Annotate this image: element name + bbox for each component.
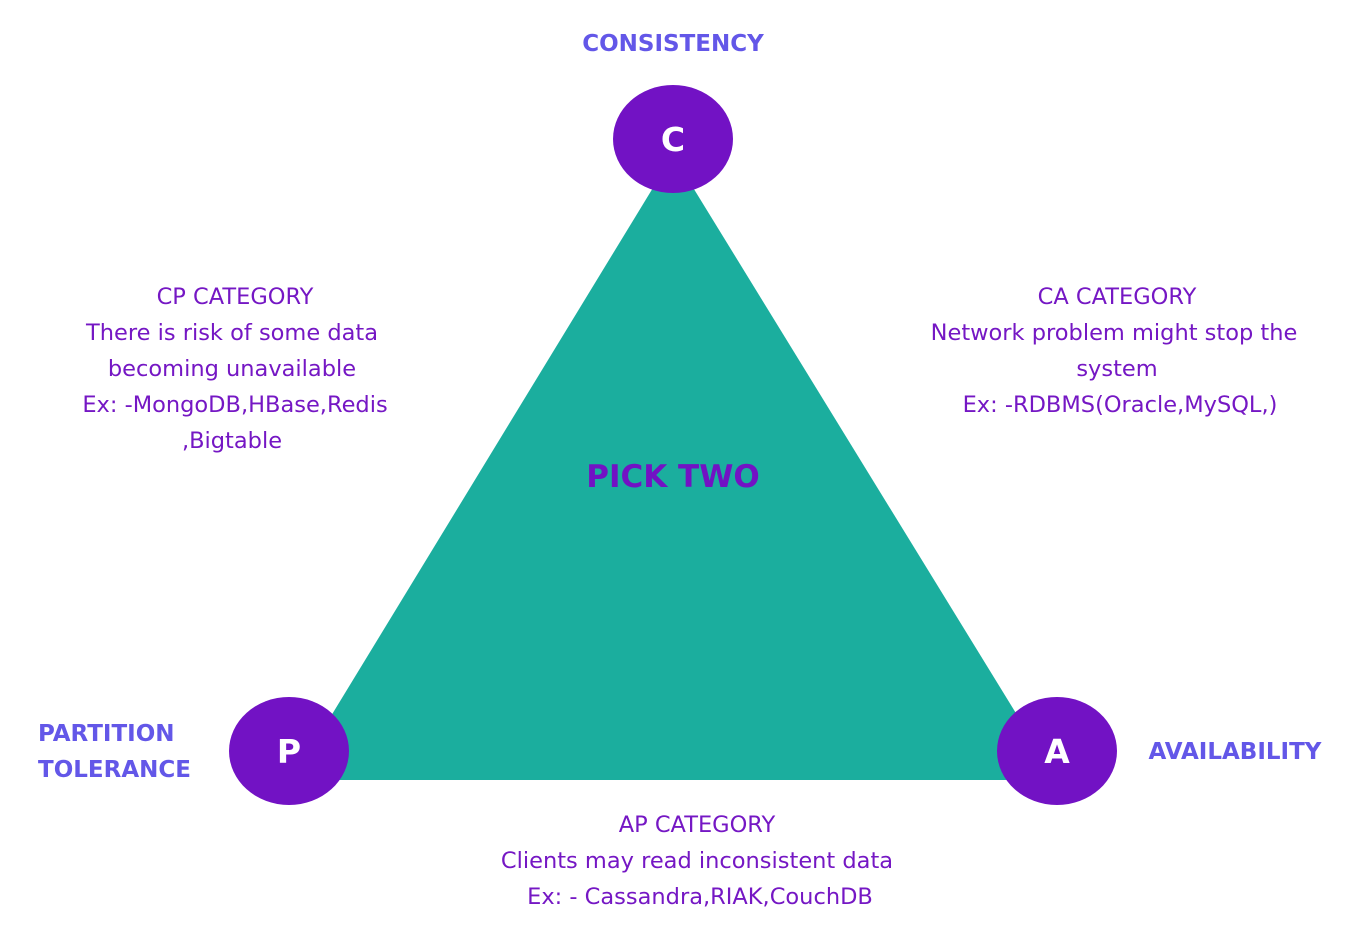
ca-category-line: Network problem might stop the — [931, 320, 1298, 346]
ap-category-block: AP CATEGORY Clients may read inconsisten… — [501, 812, 893, 910]
consistency-node-letter: C — [661, 120, 685, 159]
consistency-node: C — [613, 85, 733, 193]
partition-node: P — [229, 697, 349, 805]
cp-category-line: There is risk of some data — [85, 320, 378, 346]
cp-category-line: becoming unavailable — [108, 356, 356, 382]
cp-category-block: CP CATEGORY There is risk of some data b… — [82, 284, 387, 454]
cp-category-line: Ex: -MongoDB,HBase,Redis — [82, 392, 387, 418]
availability-node-letter: A — [1044, 732, 1070, 771]
availability-node-circle — [997, 697, 1117, 805]
partition-node-letter: P — [277, 732, 301, 771]
partition-label-line2: TOLERANCE — [38, 757, 191, 783]
cp-category-title: CP CATEGORY — [157, 284, 314, 310]
availability-label: AVAILABILITY — [1149, 739, 1322, 765]
availability-node: A — [997, 697, 1117, 805]
partition-label-line1: PARTITION — [38, 721, 175, 747]
ap-category-title: AP CATEGORY — [619, 812, 776, 838]
ap-category-line: Clients may read inconsistent data — [501, 848, 893, 874]
ca-category-line: system — [1076, 356, 1157, 382]
ca-category-block: CA CATEGORY Network problem might stop t… — [931, 284, 1298, 418]
consistency-label: CONSISTENCY — [582, 31, 764, 57]
pick-two-label: PICK TWO — [586, 459, 760, 495]
consistency-node-circle — [613, 85, 733, 193]
cp-category-line: ,Bigtable — [182, 428, 282, 454]
ca-category-line: Ex: -RDBMS(Oracle,MySQL,) — [963, 392, 1278, 418]
partition-node-circle — [229, 697, 349, 805]
ap-category-line: Ex: - Cassandra,RIAK,CouchDB — [527, 884, 873, 910]
ca-category-title: CA CATEGORY — [1038, 284, 1197, 310]
cap-triangle — [292, 155, 1057, 780]
